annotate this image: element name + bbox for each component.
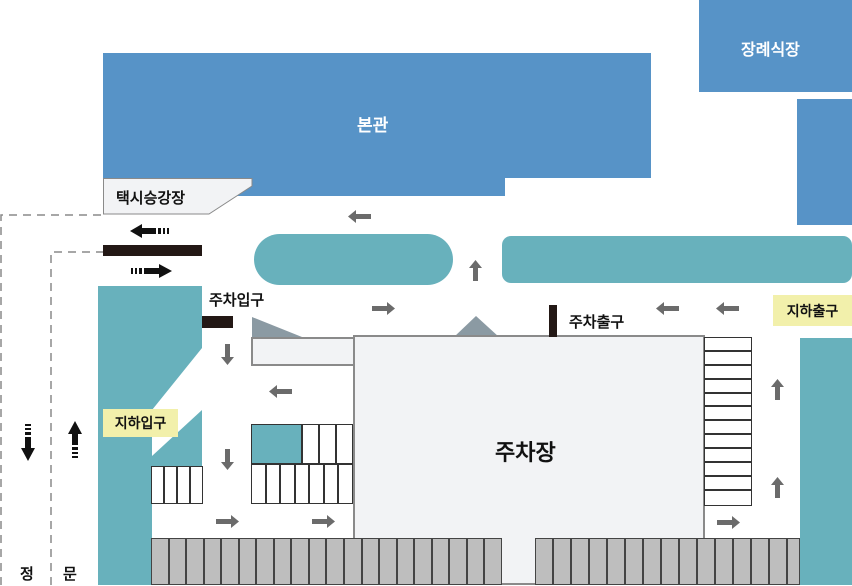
funeral-hall	[699, 0, 852, 92]
flow-arrow-left-icon	[269, 385, 292, 398]
parking-exit-barrier	[549, 305, 557, 337]
flow-arrow-right-icon	[372, 302, 395, 315]
parking-stalls-bottom-right	[535, 538, 800, 585]
funeral-hall-label: 장례식장	[741, 40, 800, 59]
gate-barrier	[103, 245, 202, 256]
flow-arrow-down-icon	[221, 344, 234, 365]
parking-entrance-label: 주차입구	[209, 291, 265, 309]
flow-arrow-right-icon	[717, 516, 740, 529]
taxi-stand-label: 택시승강장	[116, 189, 186, 207]
parking-stalls-middle	[251, 424, 354, 504]
flow-arrow-left-icon	[656, 302, 679, 315]
parking-stalls-right	[704, 337, 752, 507]
traffic-arrow-right-icon	[131, 264, 173, 278]
flow-arrow-right-icon	[312, 515, 335, 528]
traffic-arrow-left-icon	[130, 224, 170, 238]
disabled-parking-area	[251, 424, 302, 464]
parking-lot-label: 주차장	[495, 441, 556, 466]
entrance-ramp-marker	[252, 317, 302, 337]
road-island-right	[502, 236, 852, 283]
annex-building	[797, 99, 852, 225]
taxi-stand	[103, 178, 253, 215]
building-ramp-marker	[454, 316, 499, 337]
flow-arrow-up-icon	[771, 379, 784, 400]
main-gate-label-2: 문	[63, 565, 77, 583]
flow-arrow-down-icon	[221, 449, 234, 470]
flow-arrow-right-icon	[216, 515, 239, 528]
underground-entrance-tag: 지하입구	[103, 409, 178, 437]
parking-entrance-barrier	[202, 316, 233, 328]
parking-exit-label: 주차출구	[569, 313, 625, 331]
flow-arrow-left-icon	[348, 210, 371, 223]
traffic-arrow-up-icon	[68, 421, 82, 458]
main-building-label: 본관	[357, 116, 389, 136]
green-area-right	[800, 338, 852, 585]
main-gate-label-1: 정	[20, 565, 34, 583]
flow-arrow-up-icon	[469, 260, 482, 281]
flow-arrow-up-icon	[771, 477, 784, 498]
traffic-arrow-down-icon	[21, 424, 35, 461]
parking-strip	[251, 337, 357, 366]
flow-arrow-left-icon	[716, 302, 739, 315]
parking-stalls-bottom-left	[151, 538, 502, 585]
underground-exit-tag: 지하출구	[773, 295, 852, 326]
road-island-left	[254, 234, 453, 285]
main-building	[103, 53, 651, 196]
parking-stalls-left	[151, 466, 203, 504]
